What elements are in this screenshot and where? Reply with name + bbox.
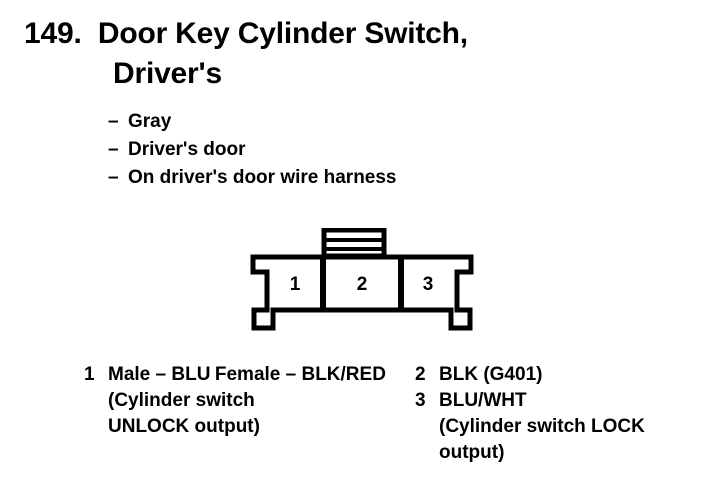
connector-cavity-dividers <box>320 259 404 308</box>
pin-description-line: (Cylinder switch LOCK <box>439 416 645 437</box>
cavity-number-1: 1 <box>290 274 301 295</box>
dash-icon: – <box>108 167 119 188</box>
pin-assignment-list: 1 Male – BLU Female – BLK/RED (Cylinder … <box>0 362 704 492</box>
cavity-number-3: 3 <box>423 274 434 295</box>
list-item: – On driver's door wire harness <box>108 164 628 192</box>
pin-description-line: output) <box>439 442 505 463</box>
pin-description-line: Female – BLK/RED <box>214 364 386 385</box>
list-item-label: Driver's door <box>128 139 246 160</box>
page-title-line-2: Driver's <box>113 57 222 90</box>
pin-number: 3 <box>415 390 426 411</box>
dash-icon: – <box>108 139 119 160</box>
connector-body-outline <box>250 254 474 331</box>
pin-description: BLK (G401) <box>439 362 695 388</box>
pin-description-line: BLU/WHT <box>439 390 527 411</box>
pin-number: 1 <box>84 364 95 385</box>
connector-diagram: 1 2 3 <box>248 228 476 338</box>
connector-illustration: 1 2 3 <box>250 228 474 331</box>
pin-description-line: (Cylinder switch <box>108 390 255 411</box>
pin-list-right-column: 2 BLK (G401) 3 BLU/WHT (Cylinder switch … <box>415 362 695 466</box>
pin-description-line: BLK (G401) <box>439 364 543 385</box>
pin-entry: 1 Male – BLU Female – BLK/RED (Cylinder … <box>84 362 404 440</box>
page-title-line-1: 149. Door Key Cylinder Switch, <box>24 17 468 50</box>
cavity-number-2: 2 <box>357 274 368 295</box>
list-item: – Gray <box>108 108 628 136</box>
pin-entry: 3 BLU/WHT (Cylinder switch LOCK output) <box>415 388 695 466</box>
page-title: 149. Door Key Cylinder Switch, Driver's <box>24 14 664 94</box>
list-item-label: On driver's door wire harness <box>128 167 397 188</box>
pin-description-line: Male – BLU <box>108 364 211 385</box>
attribute-list: – Gray – Driver's door – On driver's doo… <box>108 108 628 192</box>
pin-entry: 2 BLK (G401) <box>415 362 695 388</box>
pin-description: BLU/WHT (Cylinder switch LOCK output) <box>439 388 695 466</box>
pin-description: Male – BLU Female – BLK/RED (Cylinder sw… <box>108 362 404 440</box>
pin-list-left-column: 1 Male – BLU Female – BLK/RED (Cylinder … <box>84 362 404 440</box>
list-item: – Driver's door <box>108 136 628 164</box>
pin-number: 2 <box>415 364 426 385</box>
list-item-label: Gray <box>128 111 172 132</box>
dash-icon: – <box>108 111 119 132</box>
pin-description-line: UNLOCK output) <box>108 416 260 437</box>
connector-latch-tab <box>321 228 387 259</box>
